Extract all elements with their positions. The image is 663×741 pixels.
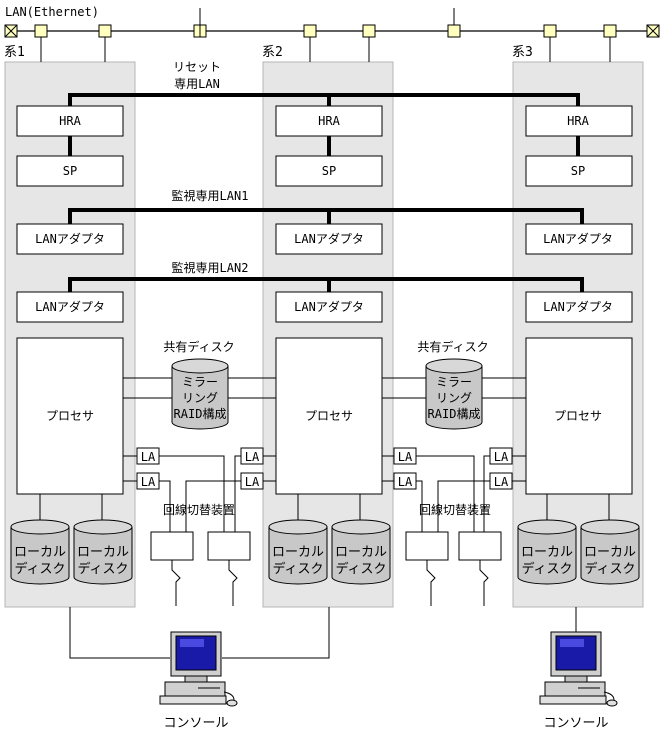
local-disk-2-line2: ディスク bbox=[77, 561, 128, 577]
console-label-2: コンソール bbox=[543, 716, 608, 731]
hra-label-3: HRA bbox=[567, 114, 589, 128]
lan-label: LAN(Ethernet) bbox=[5, 5, 99, 19]
lan-adapter-3b: LANアダプタ bbox=[543, 299, 613, 314]
shared-disk-2-line3: RAID構成 bbox=[428, 407, 481, 421]
lan-adapter-1b: LANアダプタ bbox=[35, 299, 105, 314]
monitor-lan2-label: 監視専用LAN2 bbox=[172, 260, 249, 275]
la-label-7: LA bbox=[494, 450, 509, 464]
la-label-6: LA bbox=[398, 475, 413, 489]
console-2 bbox=[539, 631, 618, 707]
la-label-2: LA bbox=[141, 475, 156, 489]
local-disk-2-line1: ローカル bbox=[77, 545, 129, 560]
processor-group: プロセサ プロセサ プロセサ bbox=[16, 337, 633, 495]
processor-label-2: プロセサ bbox=[305, 409, 353, 423]
console-label-1: コンソール bbox=[163, 716, 228, 731]
local-disk-6-line1: ローカル bbox=[584, 545, 636, 560]
la-label-8: LA bbox=[494, 475, 509, 489]
processor-label-3: プロセサ bbox=[554, 409, 602, 423]
switch-device-label-1: 回線切替装置 bbox=[163, 502, 235, 517]
sp-label-3: SP bbox=[571, 164, 585, 178]
shared-disk-label-2: 共有ディスク bbox=[417, 339, 488, 354]
la-label-5: LA bbox=[398, 450, 413, 464]
lan-adapter-3a: LANアダプタ bbox=[543, 231, 613, 246]
la-boxes: LA LA LA LA LA LA LA LA bbox=[136, 447, 513, 490]
shared-disk-1: ミラー リング RAID構成 bbox=[171, 358, 229, 430]
sp-label-1: SP bbox=[63, 164, 77, 178]
system-1-label: 系1 bbox=[4, 45, 25, 60]
console-links bbox=[69, 607, 577, 659]
hra-label-1: HRA bbox=[59, 114, 81, 128]
local-disk-1-line2: ディスク bbox=[14, 561, 65, 577]
ethernet-lan: LAN(Ethernet) bbox=[4, 5, 660, 62]
lan-adapter-1a: LANアダプタ bbox=[35, 231, 105, 246]
processor-disk-links bbox=[39, 494, 610, 520]
la-label-1: LA bbox=[141, 450, 156, 464]
la-label-3: LA bbox=[245, 450, 260, 464]
local-disk-5-line2: ディスク bbox=[521, 561, 572, 577]
switch-device-label-2: 回線切替装置 bbox=[419, 502, 491, 517]
shared-disk-2-line1: ミラー bbox=[436, 375, 472, 389]
local-disk-5-line1: ローカル bbox=[521, 545, 573, 560]
hra-label-2: HRA bbox=[318, 114, 340, 128]
shared-disk-2-line2: リング bbox=[436, 391, 472, 405]
sp-label-2: SP bbox=[322, 164, 336, 178]
local-disk-4-line1: ローカル bbox=[335, 545, 387, 560]
lan-adapter-2a: LANアダプタ bbox=[294, 231, 364, 246]
switch-device-lines bbox=[171, 560, 489, 606]
la-label-4: LA bbox=[245, 475, 260, 489]
local-disk-4-line2: ディスク bbox=[335, 561, 386, 577]
monitor-lan2-bus bbox=[68, 277, 584, 292]
shared-disk-1-line3: RAID構成 bbox=[174, 407, 227, 421]
la-wiring bbox=[123, 455, 526, 532]
hra-group: HRA HRA HRA bbox=[16, 105, 633, 137]
monitor-lan1-label: 監視専用LAN1 bbox=[172, 188, 249, 203]
lan-adapter-row-2: LANアダプタ LANアダプタ LANアダプタ bbox=[16, 291, 633, 323]
sp-group: SP SP SP bbox=[16, 155, 633, 187]
system-2-label: 系2 bbox=[262, 45, 283, 60]
lan-adapter-2b: LANアダプタ bbox=[294, 299, 364, 314]
local-disk-1-line1: ローカル bbox=[14, 545, 66, 560]
console-1 bbox=[159, 631, 238, 707]
shared-disk-label-1: 共有ディスク bbox=[163, 339, 234, 354]
system-3-label: 系3 bbox=[512, 45, 533, 60]
shared-disk-2: ミラー リング RAID構成 bbox=[425, 358, 483, 430]
local-disk-3-line1: ローカル bbox=[272, 545, 324, 560]
reset-lan-label-line2: 専用LAN bbox=[174, 77, 220, 91]
reset-lan-bus bbox=[68, 93, 580, 106]
local-disk-3-line2: ディスク bbox=[272, 561, 323, 577]
processor-label-1: プロセサ bbox=[46, 409, 94, 423]
reset-lan-label-line1: リセット bbox=[173, 60, 221, 74]
shared-disk-1-line1: ミラー bbox=[182, 375, 218, 389]
shared-disk-1-line2: リング bbox=[182, 391, 218, 405]
local-disks: ローカル ディスク ローカル ディスク ローカル ディスク ローカル ディスク … bbox=[10, 519, 640, 585]
monitor-lan1-bus bbox=[68, 208, 584, 224]
lan-adapter-row-1: LANアダプタ LANアダプタ LANアダプタ bbox=[16, 223, 633, 255]
local-disk-6-line2: ディスク bbox=[584, 561, 635, 577]
